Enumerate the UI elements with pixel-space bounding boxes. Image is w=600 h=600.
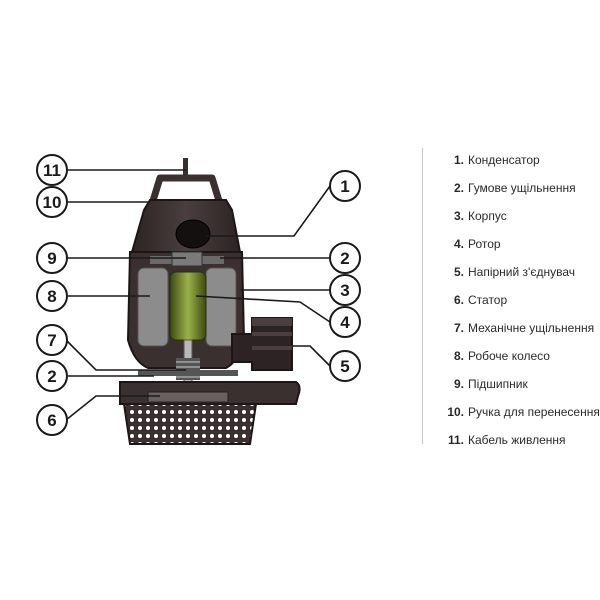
legend-item: 3. Корпус (434, 202, 600, 230)
carry-handle (148, 174, 224, 206)
legend-item: 7. Механічне ущільнення (434, 314, 600, 342)
callout-4: 4 (329, 306, 361, 338)
pump-cross-section-diagram: 11 10 1 9 2 8 3 4 (36, 154, 361, 445)
callout-11: 11 (36, 154, 68, 186)
legend-number: 3. (453, 209, 464, 223)
legend-label: Робоче колесо (468, 349, 550, 363)
callout-1-label: 1 (340, 177, 349, 196)
legend-number: 8. (453, 349, 464, 363)
legend-item: 8. Робоче колесо (434, 342, 600, 370)
bearing (171, 251, 203, 267)
rotor (169, 271, 207, 341)
legend-label: Конденсатор (468, 153, 540, 167)
leader-1 (205, 185, 331, 237)
stator-left (137, 267, 169, 347)
callout-2-upper: 2 (329, 242, 361, 274)
legend-number: 1. (453, 153, 464, 167)
callout-8-label: 8 (47, 287, 56, 306)
rubber-seal-lower (138, 370, 238, 376)
callout-4-label: 4 (340, 313, 350, 332)
mechanical-seal (176, 358, 200, 380)
callout-2-lower-label: 2 (47, 367, 56, 386)
power-cable (183, 158, 188, 180)
capacitor (175, 219, 211, 249)
legend-number: 5. (453, 265, 464, 279)
legend-label: Ротор (468, 237, 501, 251)
leader-6 (65, 395, 160, 421)
callout-9: 9 (36, 242, 68, 274)
legend-label: Ручка для перенесення (468, 405, 600, 419)
legend-divider (422, 148, 423, 444)
legend-number: 7. (453, 321, 464, 335)
callout-2-lower: 2 (36, 360, 68, 392)
callout-10-label: 10 (43, 193, 62, 212)
callout-6: 6 (36, 404, 68, 436)
legend-item: 2. Гумове ущільнення (434, 174, 600, 202)
legend-label: Корпус (468, 209, 507, 223)
callout-5: 5 (329, 350, 361, 382)
legend-number: 4. (453, 237, 464, 251)
legend-item: 10. Ручка для перенесення (434, 398, 600, 426)
callout-9-label: 9 (47, 249, 56, 268)
callout-3-label: 3 (340, 281, 349, 300)
legend-number: 6. (453, 293, 464, 307)
callout-5-label: 5 (340, 357, 349, 376)
callout-7: 7 (36, 324, 68, 356)
leader-lines (65, 169, 331, 421)
legend-number: 11. (447, 433, 464, 447)
strainer-base (122, 403, 258, 445)
legend-label: Підшипник (468, 377, 528, 391)
callout-11-label: 11 (43, 161, 61, 180)
parts-legend: 1. Конденсатор 2. Гумове ущільнення 3. Корп… (434, 146, 600, 454)
callout-10: 10 (36, 186, 68, 218)
legend-item: 11. Кабель живлення (434, 426, 600, 454)
legend-label: Кабель живлення (468, 433, 566, 447)
discharge-connector (231, 317, 293, 371)
callout-8: 8 (36, 280, 68, 312)
impeller (147, 391, 229, 403)
legend-label: Механічне ущільнення (468, 321, 595, 335)
callout-2-upper-label: 2 (340, 249, 349, 268)
legend-label: Напірний з'єднувач (468, 265, 575, 279)
legend-item: 6. Статор (434, 286, 600, 314)
callout-7-label: 7 (47, 331, 56, 350)
legend-number: 10. (447, 405, 464, 419)
legend-label: Гумове ущільнення (468, 181, 576, 195)
leader-7 (65, 339, 186, 371)
callout-1: 1 (329, 170, 361, 202)
legend-label: Статор (468, 293, 508, 307)
leader-4 (195, 295, 331, 323)
legend-number: 2. (453, 181, 464, 195)
legend-item: 1. Конденсатор (434, 146, 600, 174)
legend-item: 5. Напірний з'єднувач (434, 258, 600, 286)
legend-number: 9. (453, 377, 464, 391)
legend-item: 4. Ротор (434, 230, 600, 258)
legend-item: 9. Підшипник (434, 370, 600, 398)
callout-6-label: 6 (47, 411, 56, 430)
pump-illustration (119, 158, 301, 445)
leader-5 (292, 345, 331, 367)
callout-3: 3 (329, 274, 361, 306)
